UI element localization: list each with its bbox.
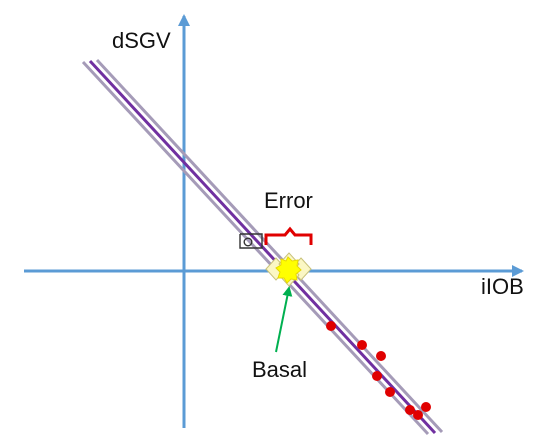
data-point (421, 402, 431, 412)
data-point (326, 321, 336, 331)
basal-arrow (275, 286, 293, 353)
right-angle-marker (239, 233, 263, 249)
upper-bound-line (95, 58, 444, 434)
data-point (385, 387, 395, 397)
basal-label: Basal (252, 357, 308, 382)
data-point (357, 340, 367, 350)
data-point (372, 371, 382, 381)
error-bracket (264, 226, 313, 245)
y-axis-label: dSGV (112, 28, 171, 53)
data-point (376, 351, 386, 361)
basal-marker (265, 252, 312, 287)
x-axis-label: iIOB (481, 274, 524, 299)
data-points (326, 321, 431, 420)
error-label: Error (264, 188, 313, 213)
data-point (413, 410, 423, 420)
data-point (405, 405, 415, 415)
